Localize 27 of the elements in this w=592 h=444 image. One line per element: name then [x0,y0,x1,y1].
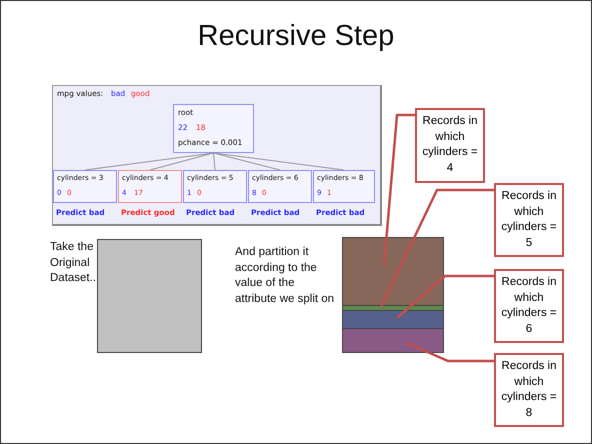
callout-box [415,108,485,183]
leader-line [396,274,494,319]
tree-node [173,104,254,153]
annotation-text: Take the Original Dataset.. [50,240,96,286]
tree-branch [213,152,216,170]
callout-box [494,183,564,257]
leader-line [406,342,494,362]
tree-branch [150,152,214,170]
callout-text: Records in which cylinders = 6 [500,275,558,336]
leader-line [382,114,415,266]
dataset-block [97,239,202,353]
tree-branch [213,152,280,170]
partition-band [342,311,444,329]
annotation-text: And partition it according to the value of the attribute we split on [235,245,336,306]
leader-line [380,188,494,308]
callout-text: Records in which cylinders = 5 [500,189,558,250]
callout-text: Records in which cylinders = 8 [500,359,558,420]
partition-band [342,237,444,306]
partition-band [342,329,444,353]
callout-text: Records in which cylinders = 4 [421,114,479,176]
tree-panel [52,85,382,226]
partition-band [342,306,444,311]
tree-branch [84,152,214,170]
callout-box [494,269,564,343]
slide-title: Recursive Step [196,20,396,53]
callout-box [494,353,564,427]
tree-branch [213,152,344,170]
